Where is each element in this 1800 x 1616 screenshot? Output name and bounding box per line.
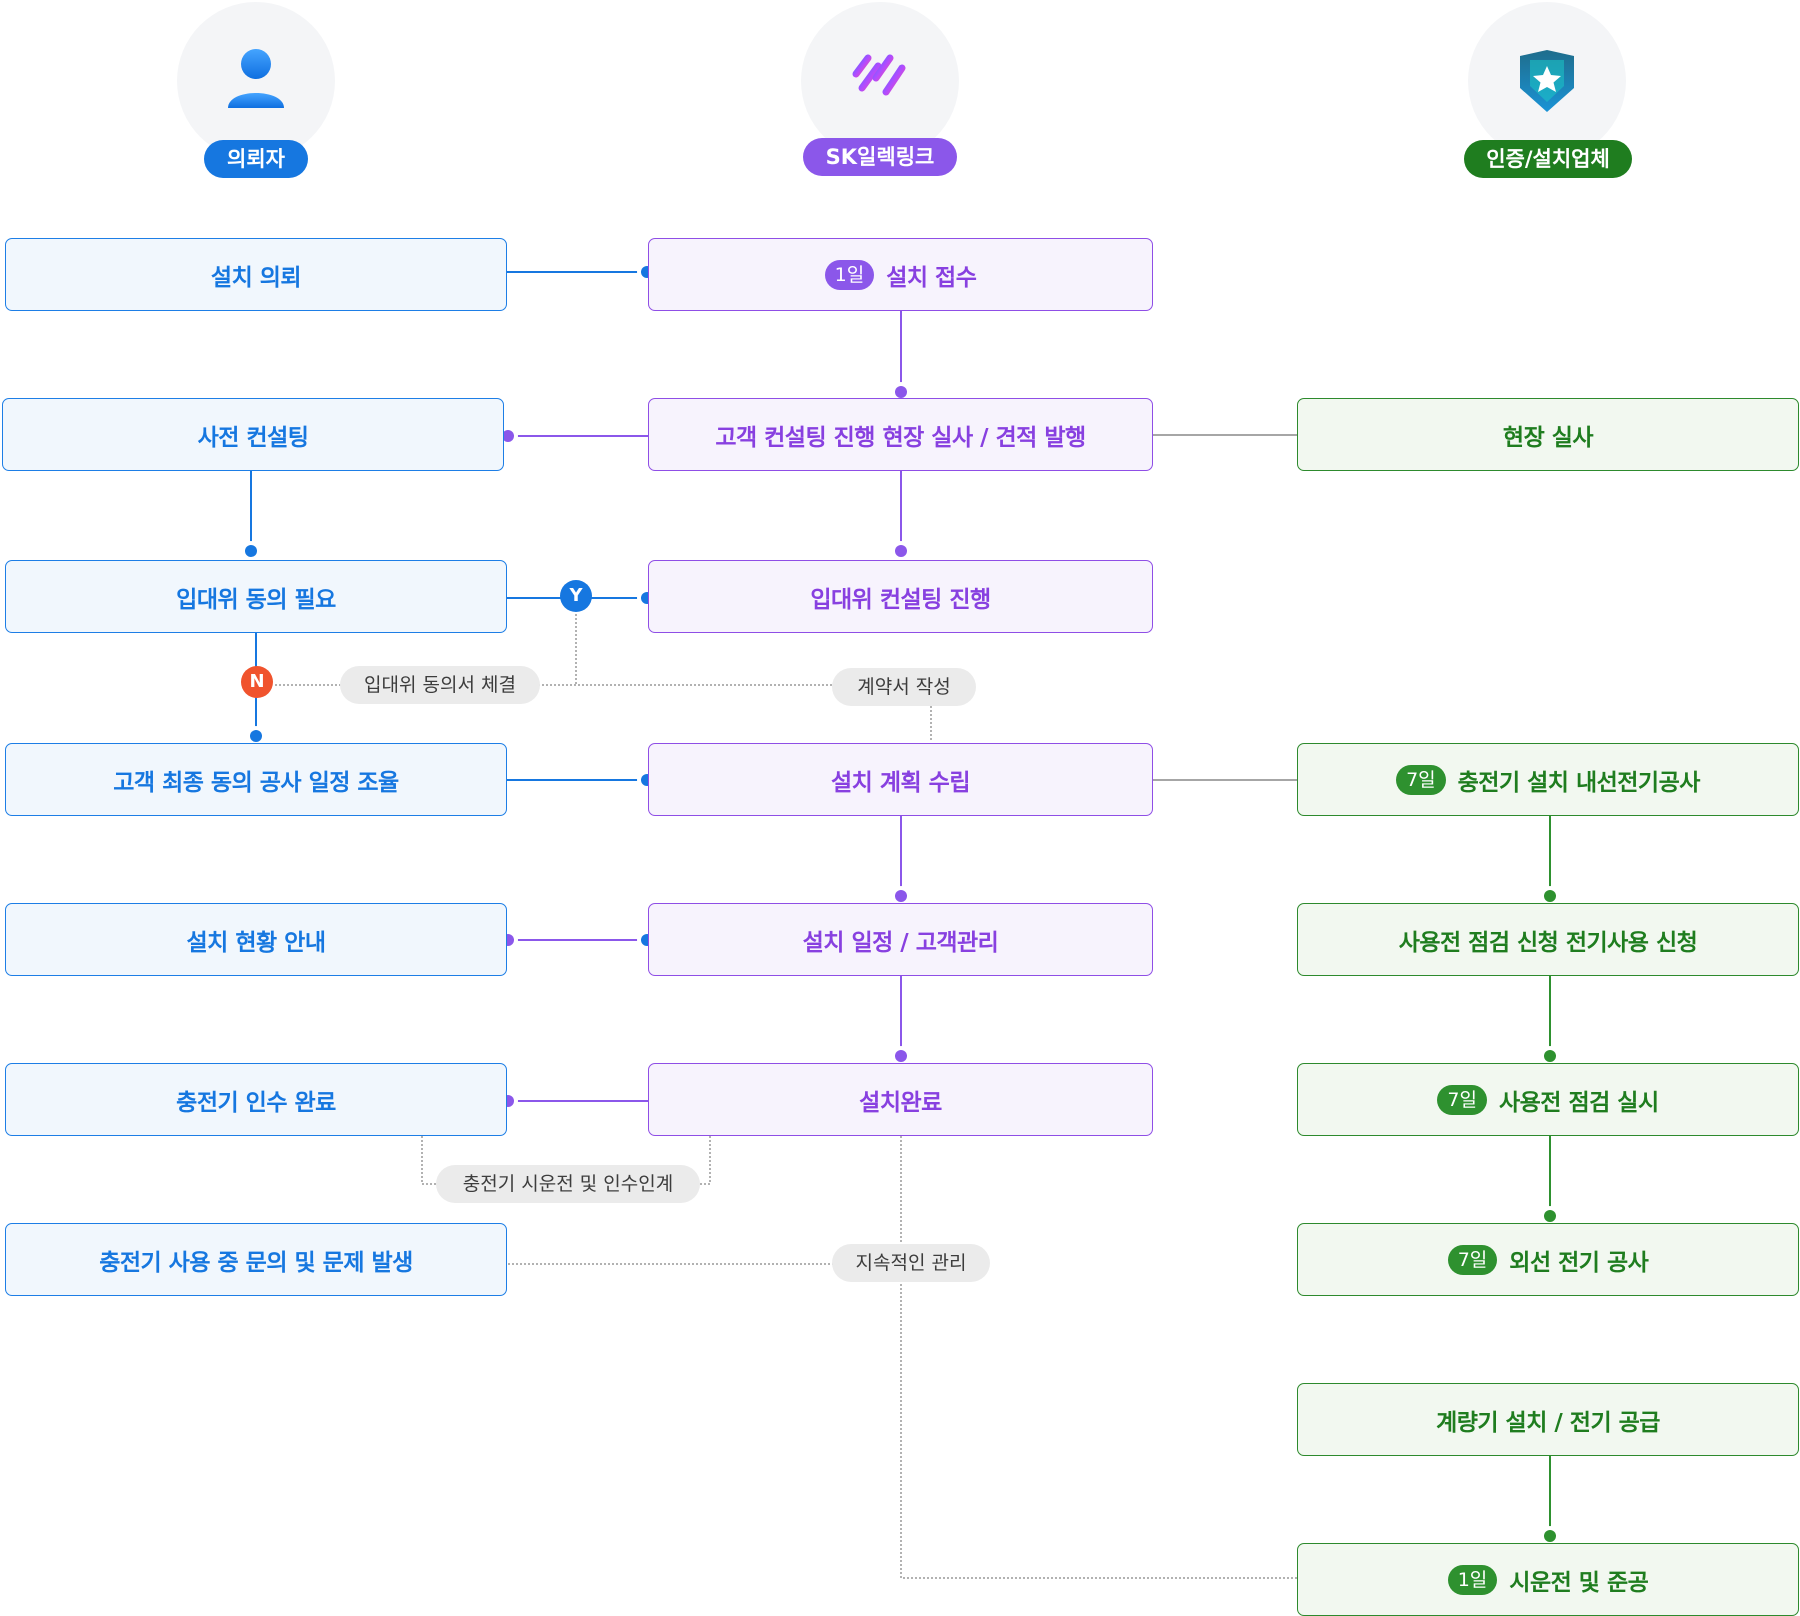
step-meter-install[interactable]: 계량기 설치 / 전기 공급 [1297,1383,1799,1456]
duration-badge: 7일 [1437,1084,1487,1115]
step-site-survey[interactable]: 현장 실사 [1297,398,1799,471]
note-consent-signed: 입대위 동의서 체결 [340,666,540,704]
step-outside-wiring[interactable]: 7일 외선 전기 공사 [1297,1223,1799,1296]
step-agent-consent-needed[interactable]: 입대위 동의 필요 [5,560,507,633]
step-label: 시운전 및 준공 [1509,1569,1649,1596]
step-label: 외선 전기 공사 [1509,1249,1649,1276]
step-final-agreement[interactable]: 고객 최종 동의 공사 일정 조율 [5,743,507,816]
person-icon [228,49,284,108]
step-install-status[interactable]: 설치 현황 안내 [5,903,507,976]
step-label: 충전기 설치 내선전기공사 [1457,769,1701,796]
step-inspection-apply[interactable]: 사용전 점검 신청 전기사용 신청 [1297,903,1799,976]
step-label: 사용전 점검 실시 [1498,1089,1659,1116]
lane-badge-vendor: 인증/설치업체 [1464,140,1632,178]
step-install-receipt[interactable]: 1일 설치 접수 [648,238,1153,311]
requester-header-circle [177,2,335,160]
vendor-header-circle [1468,2,1626,160]
star-shield-icon [1520,50,1574,112]
step-install-complete[interactable]: 설치완료 [648,1063,1153,1136]
step-issue-during-use[interactable]: 충전기 사용 중 문의 및 문제 발생 [5,1223,507,1296]
note-contract: 계약서 작성 [832,668,976,706]
step-pre-consulting[interactable]: 사전 컨설팅 [2,398,504,471]
note-handover: 충전기 시운전 및 인수인계 [436,1165,700,1203]
duration-badge: 7일 [1447,1244,1498,1275]
sk-header-circle [801,2,959,160]
step-customer-consulting[interactable]: 고객 컨설팅 진행 현장 실사 / 견적 발행 [648,398,1153,471]
duration-badge: 1일 [1447,1564,1498,1595]
decision-yes-marker: Y [560,580,592,612]
step-install-request[interactable]: 설치 의뢰 [5,238,507,311]
step-charger-wiring[interactable]: 7일 충전기 설치 내선전기공사 [1297,743,1799,816]
note-ongoing-management: 지속적인 관리 [832,1244,990,1282]
step-inspection[interactable]: 7일 사용전 점검 실시 [1297,1063,1799,1136]
step-charger-handover[interactable]: 충전기 인수 완료 [5,1063,507,1136]
step-test-run[interactable]: 1일 시운전 및 준공 [1297,1543,1799,1616]
decision-no-marker: N [241,666,273,698]
step-install-plan[interactable]: 설치 계획 수립 [648,743,1153,816]
sk-electlink-logo-icon [852,54,906,96]
step-label: 설치 접수 [886,264,977,291]
step-install-schedule[interactable]: 설치 일정 / 고객관리 [648,903,1153,976]
duration-badge: 1일 [824,259,875,290]
lane-badge-sk: SK일렉링크 [803,138,957,176]
step-agent-consulting[interactable]: 입대위 컨설팅 진행 [648,560,1153,633]
duration-badge: 7일 [1396,764,1446,795]
lane-badge-requester: 의뢰자 [204,140,308,178]
